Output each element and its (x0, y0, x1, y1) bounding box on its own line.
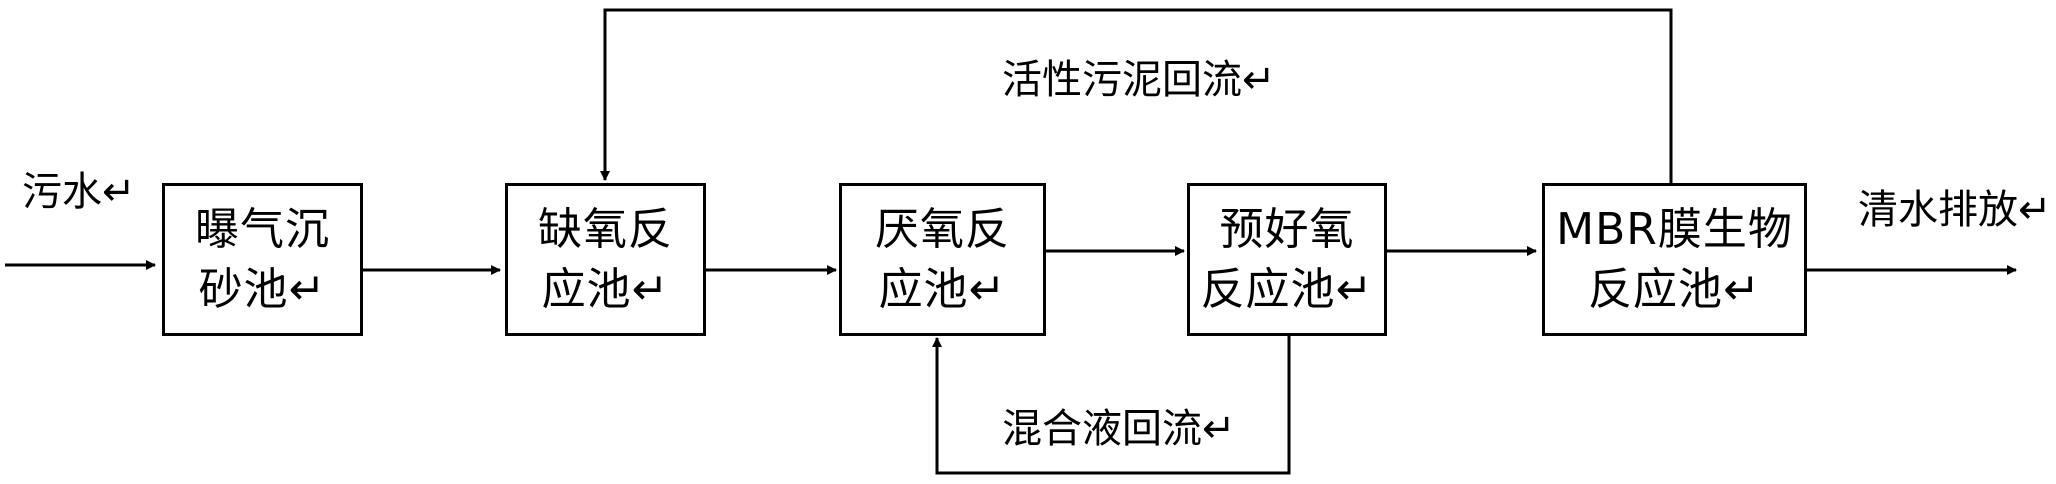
sludge-return-line (600, 8, 1673, 183)
anaerobic-tank-box: 厌氧反 应池↵ (839, 183, 1046, 336)
grit-chamber-box: 曝气沉 砂池↵ (162, 183, 363, 336)
mbr-reactor-line1: MBR膜生物 (1556, 203, 1793, 255)
pre-aerobic-tank-line1: 预好氧 (1219, 203, 1355, 255)
grit-chamber-line1: 曝气沉 (195, 203, 330, 255)
pre-aerobic-tank-box: 预好氧 反应池↵ (1187, 183, 1387, 336)
inflow-label: 污水↵ (22, 169, 136, 215)
mbr-reactor-line2: 反应池↵ (1588, 263, 1761, 315)
outflow-label: 清水排放↵ (1858, 187, 2052, 233)
mbr-reactor-box: MBR膜生物 反应池↵ (1542, 183, 1807, 336)
anoxic-tank-line1: 缺氧反 (538, 203, 673, 255)
anoxic-tank-line2: 应池↵ (541, 263, 670, 315)
mixed-liquor-return-line (932, 336, 1291, 475)
grit-chamber-line2: 砂池↵ (198, 263, 327, 315)
mixed-liquor-return-label: 混合液回流↵ (1002, 406, 1236, 452)
sludge-return-label: 活性污泥回流↵ (1002, 57, 1276, 103)
anoxic-tank-box: 缺氧反 应池↵ (505, 183, 706, 336)
pre-aerobic-tank-line2: 反应池↵ (1200, 263, 1374, 315)
anaerobic-tank-line1: 厌氧反 (875, 203, 1010, 255)
anaerobic-tank-line2: 应池↵ (878, 263, 1007, 315)
